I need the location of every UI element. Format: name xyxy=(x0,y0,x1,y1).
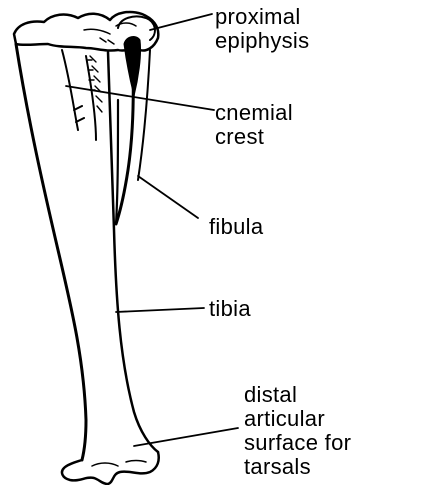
leader-tibia xyxy=(116,308,204,312)
tibia-left-edge xyxy=(16,44,86,460)
leader-proximal-epiphysis xyxy=(150,14,212,30)
leader-cnemial-crest xyxy=(66,86,214,110)
label-fibula: fibula xyxy=(209,216,263,238)
fibula-taper xyxy=(116,100,118,224)
fibula-inner-edge xyxy=(138,50,150,180)
label-crest: crest xyxy=(215,126,264,148)
label-cnemial: cnemial xyxy=(215,102,293,124)
label-articular: articular xyxy=(244,408,325,430)
label-surface-for: surface for xyxy=(244,432,351,454)
leader-distal-surface xyxy=(134,428,238,446)
leader-fibula xyxy=(138,176,198,218)
label-proximal: proximal xyxy=(215,6,301,28)
label-distal: distal xyxy=(244,384,297,406)
label-tarsals: tarsals xyxy=(244,456,311,478)
distal-surface-detail xyxy=(92,461,146,467)
distal-articular-surface xyxy=(62,452,159,484)
fibula-head xyxy=(124,37,141,96)
cnemial-crest-shape xyxy=(62,50,96,140)
label-epiphysis: epiphysis xyxy=(215,30,309,52)
label-tibia: tibia xyxy=(209,298,251,320)
